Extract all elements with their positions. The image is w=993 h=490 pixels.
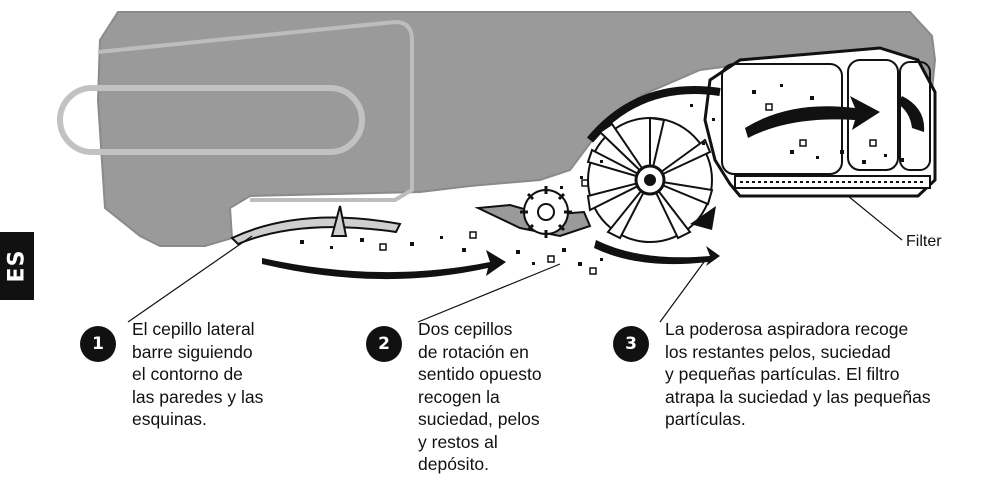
step-1: 1 El cepillo lateral barre siguiendo el … [80, 318, 263, 431]
step-3-number: 3 [613, 326, 649, 362]
leader-line-1 [127, 235, 253, 323]
side-brush [230, 216, 402, 246]
handle-outline [97, 19, 414, 202]
step-2-number: 2 [366, 326, 402, 362]
step-1-text: El cepillo lateral barre siguiendo el co… [132, 319, 264, 429]
bin-compartment-3 [899, 61, 931, 171]
language-tab-label: ES [4, 249, 30, 283]
handle-slot [57, 85, 365, 155]
step-2-text: Dos cepillos de rotación en sentido opue… [418, 319, 542, 474]
step-3: 3 La poderosa aspiradora recoge los rest… [613, 318, 931, 431]
step-3-text: La poderosa aspiradora recoge los restan… [665, 319, 931, 429]
main-rotor-blades [586, 116, 714, 240]
filter-label: Filter [906, 233, 942, 250]
airflow-arrow-2 [594, 240, 720, 266]
leader-line-filter [847, 195, 903, 241]
dirt-particles [300, 84, 904, 266]
airflow-arrow-1 [262, 250, 506, 280]
suction-arc [586, 86, 721, 143]
leader-line-3 [659, 261, 705, 323]
airflow-arrow-3 [690, 206, 716, 230]
bin-arrow-2 [898, 96, 925, 132]
language-tab: ES [0, 232, 34, 300]
bin-arrow-1 [745, 96, 880, 138]
leader-line-2 [417, 263, 561, 323]
step-1-number: 1 [80, 326, 116, 362]
step-2: 2 Dos cepillos de rotación en sentido op… [366, 318, 542, 476]
